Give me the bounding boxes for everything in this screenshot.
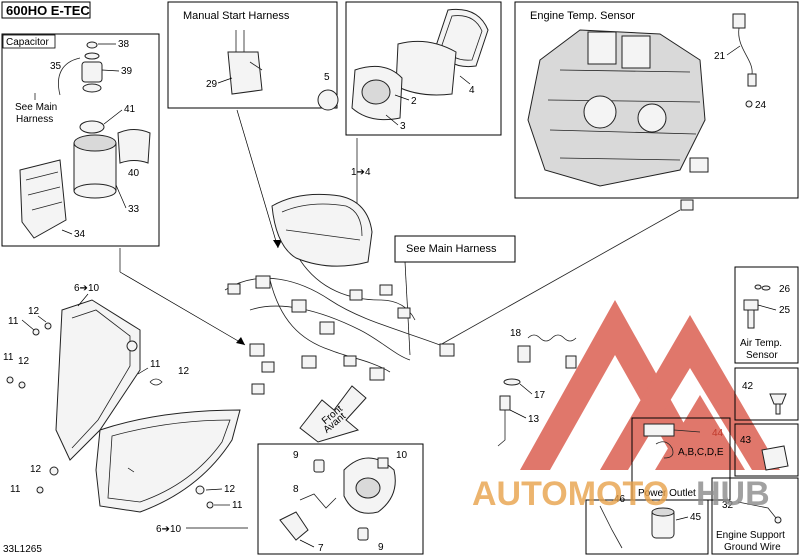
callout-8: 8 <box>293 484 299 495</box>
watermark-text: AUTOMOTO HUB <box>472 475 770 513</box>
ref-6-10-top: 6➔10 <box>74 283 100 294</box>
callout-29: 29 <box>206 79 218 90</box>
callout-35: 35 <box>50 61 62 72</box>
callout-13: 13 <box>528 414 540 425</box>
air-temp-section: 26 25 Air Temp. Sensor <box>734 266 799 364</box>
instrument-cluster <box>271 193 373 267</box>
callout-34: 34 <box>74 229 86 240</box>
callout-24: 24 <box>755 100 767 111</box>
callout-44: 44 <box>712 428 724 439</box>
callout-11b: 11 <box>3 352 14 363</box>
callout-12d: 12 <box>30 464 42 475</box>
bulb-section: 9 10 8 7 9 <box>257 443 424 555</box>
capacitor-label: Capacitor <box>6 37 49 48</box>
callout-11c: 11 <box>150 359 161 370</box>
ground-wire-section: 32 Engine Support Ground Wire <box>711 477 799 555</box>
callout-46: 46 <box>614 494 626 505</box>
gauge-bulb-5 <box>317 89 339 111</box>
callout-12a: 12 <box>28 306 40 317</box>
callout-9a: 9 <box>293 450 299 461</box>
ref-6-10-bottom: 6➔10 <box>156 524 182 535</box>
callout-10: 10 <box>396 450 408 461</box>
watermark-brand-right: HUB <box>696 475 770 513</box>
see-main-harness-l1: See Main <box>15 102 57 113</box>
gauge-section: 5 2 3 4 <box>317 1 502 136</box>
callout-11e: 11 <box>232 500 243 511</box>
callout-12c: 12 <box>178 366 190 377</box>
see-main-harness-l2: Harness <box>16 114 53 125</box>
power-outlet-label: Power Outlet <box>638 488 696 499</box>
left-headlight: 6➔10 11 12 11 12 11 12 12 11 <box>3 283 190 495</box>
ref-1-4: 1➔4 <box>351 167 371 178</box>
callout-12b: 12 <box>18 356 30 367</box>
manual-start-label: Manual Start Harness <box>183 10 290 22</box>
callout-39: 39 <box>121 66 133 77</box>
callout-18: 18 <box>510 328 522 339</box>
outlet-parts-section: 46 45 <box>585 494 709 555</box>
see-main-harness-label: See Main Harness <box>406 243 497 255</box>
model-title: 600HO E-TEC <box>6 3 90 18</box>
callout-9b: 9 <box>378 542 384 553</box>
engine-temp-label: Engine Temp. Sensor <box>530 10 635 22</box>
callout-25: 25 <box>779 305 791 316</box>
air-temp-l1: Air Temp. <box>740 338 782 349</box>
watermark-brand-left: AUTOMOTO <box>472 475 669 513</box>
callout-11d: 11 <box>10 484 21 495</box>
callout-21: 21 <box>714 51 726 62</box>
callout-41: 41 <box>124 104 136 115</box>
engine-temp-section: Engine Temp. Sensor 21 24 <box>514 1 799 199</box>
diagram-code: 33L1265 <box>3 544 42 555</box>
center-headlight: 12 11 6➔10 <box>95 409 248 535</box>
manual-start-section: Manual Start Harness 29 <box>167 1 338 109</box>
callout-12e: 12 <box>224 484 236 495</box>
part-43-section: 43 <box>734 423 799 477</box>
part-42-section: 42 <box>734 367 799 421</box>
harness-end-connector <box>680 199 694 211</box>
callout-11a: 11 <box>8 316 19 327</box>
callout-32: 32 <box>722 500 734 511</box>
ground-wire-l2: Ground Wire <box>724 542 781 553</box>
callout-43: 43 <box>740 435 752 446</box>
model-box <box>1 1 91 19</box>
front-arrow: Front Avant <box>299 385 367 443</box>
callout-40: 40 <box>128 168 140 179</box>
callout-3: 3 <box>400 121 406 132</box>
main-harness <box>224 199 694 395</box>
callout-2: 2 <box>411 96 417 107</box>
ground-wire-l1: Engine Support <box>716 530 785 541</box>
callout-7: 7 <box>318 543 324 554</box>
callout-45: 45 <box>690 512 702 523</box>
see-main-harness-box: See Main Harness <box>394 235 516 356</box>
callout-33: 33 <box>128 204 140 215</box>
air-temp-l2: Sensor <box>746 350 778 361</box>
callout-38: 38 <box>118 39 130 50</box>
callout-5: 5 <box>324 72 330 83</box>
callout-26: 26 <box>779 284 791 295</box>
letters-a-e: A,B,C,D,E <box>678 447 724 458</box>
callout-42: 42 <box>742 381 754 392</box>
capacitor-section: Capacitor See Main Harness 38 35 39 41 4… <box>1 33 160 247</box>
coil-harness: 18 17 13 <box>497 328 577 447</box>
callout-17: 17 <box>534 390 546 401</box>
callout-4: 4 <box>469 85 475 96</box>
